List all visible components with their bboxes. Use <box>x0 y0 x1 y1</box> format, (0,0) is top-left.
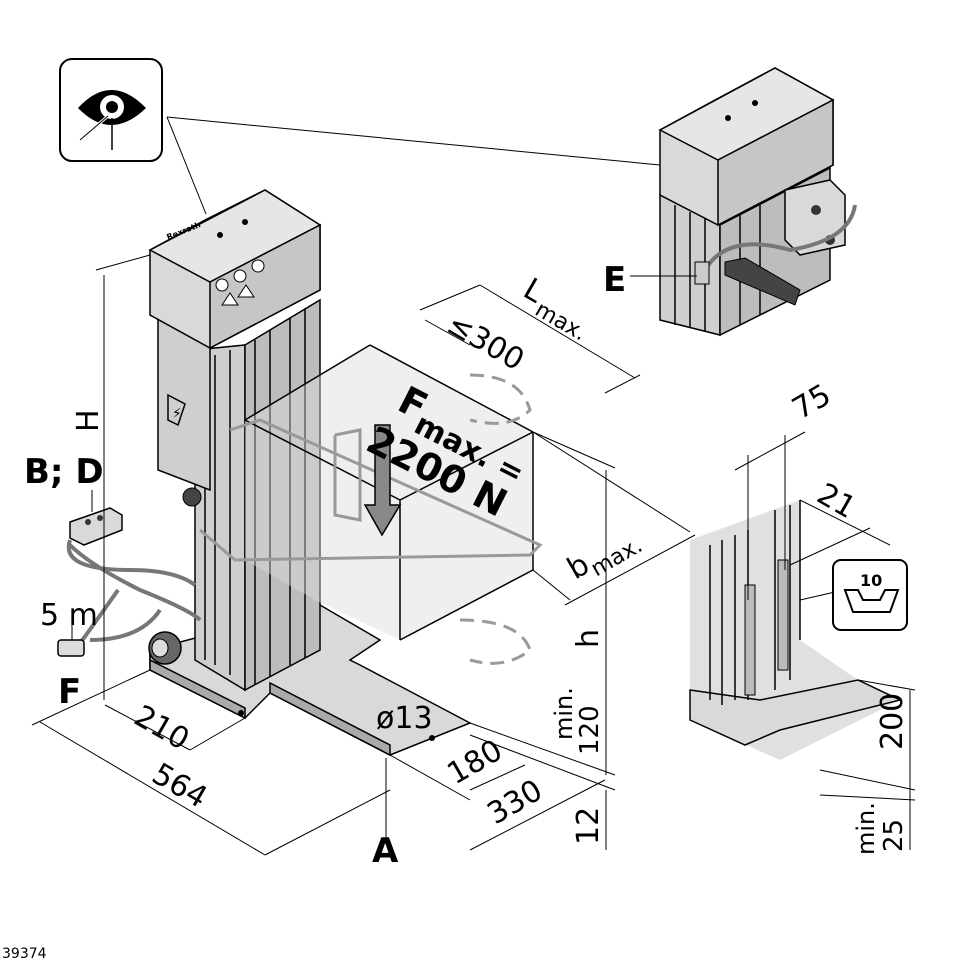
torque-icon-label: 10 <box>860 571 882 590</box>
dim-200: 200 <box>875 693 910 750</box>
eye-leader-1 <box>166 116 207 215</box>
cable-length-label: 5 m <box>40 598 98 633</box>
eye-leader-2 <box>166 116 661 166</box>
dim-hole: ø13 <box>376 701 433 736</box>
control-pendant <box>69 507 123 546</box>
dimension-lines <box>31 254 696 856</box>
dim-12: 12 <box>571 807 606 845</box>
mounting-hole <box>429 735 435 741</box>
detail-e-view <box>630 67 857 337</box>
dim-h: h <box>571 629 606 648</box>
dim-lmax-sub: max. <box>531 297 591 346</box>
torque-box-icon <box>832 559 908 631</box>
cable-and-plug <box>57 490 202 700</box>
dim-bmax-sub: max. <box>587 533 647 582</box>
callout-bd-label: B; D <box>24 452 104 492</box>
callout-a-label: A <box>372 831 399 871</box>
document-number: 39374 <box>2 946 47 962</box>
dim-564: 564 <box>146 757 213 816</box>
dim-min120-a: min. <box>550 687 578 740</box>
svg-text:⚡: ⚡ <box>172 406 182 422</box>
callout-f-label: F <box>58 672 81 712</box>
dim-210: 210 <box>128 699 195 758</box>
dim-300: ≤300 <box>441 307 530 379</box>
dim-180: 180 <box>442 733 509 792</box>
dim-min25-a: min. <box>852 802 880 855</box>
mains-plug <box>57 639 85 657</box>
dim-min25-b: 25 <box>879 819 909 852</box>
bmax-text: b max. <box>562 533 647 587</box>
callout-e-label: E <box>603 260 626 300</box>
lmax-text: L max. <box>517 272 591 347</box>
detail-profile-view <box>689 431 916 850</box>
load-volume <box>199 344 543 665</box>
lift-column-main: ⚡ Rexroth <box>148 189 472 757</box>
dim-min120-b: 120 <box>575 705 605 755</box>
dim-75: 75 <box>787 378 838 427</box>
dim-H: H <box>71 409 106 432</box>
eye-icon <box>59 58 163 162</box>
dim-330: 330 <box>482 773 549 832</box>
dim-21: 21 <box>811 477 862 526</box>
